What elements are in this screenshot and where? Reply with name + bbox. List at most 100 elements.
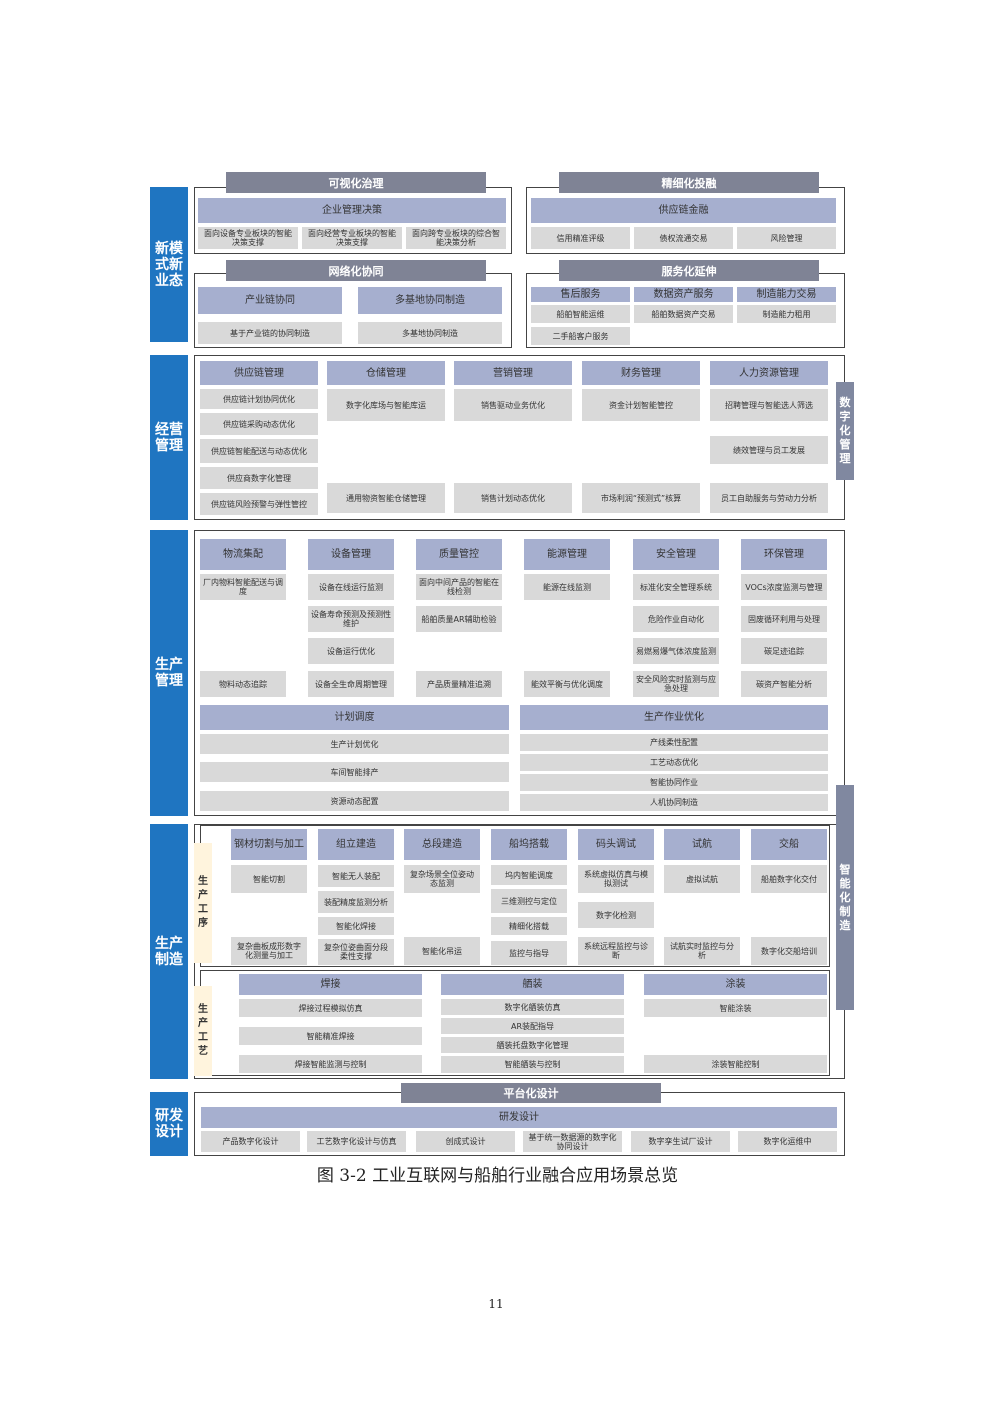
block-item: 复杂场景全位姿动态监测 [404, 865, 480, 893]
digital-mgmt-tab: 数字化管理 [836, 382, 854, 480]
quality-item: 产品质量精准追溯 [416, 671, 502, 697]
warehouse-item: 数字化库场与智能库运 [327, 389, 445, 421]
coating-header: 涂装 [644, 974, 827, 995]
env-header: 环保管理 [741, 539, 827, 570]
env-item: VOCs浓度监测与管理 [741, 574, 827, 600]
se-item: 制造能力租用 [737, 305, 836, 323]
se-item: 船舶数据资产交易 [634, 305, 733, 323]
vg-item: 面向经营专业板块的智能决策支撑 [302, 227, 402, 249]
outfitting-item: AR装配指导 [441, 1018, 624, 1034]
steel-header: 钢材切割与加工 [231, 829, 307, 860]
welding-item: 智能精准焊接 [239, 1027, 422, 1045]
rnd-header: 研发设计 [201, 1107, 837, 1128]
planning-header: 计划调度 [200, 705, 509, 730]
marketing-header: 营销管理 [454, 361, 572, 385]
ff-item: 债权流通交易 [634, 227, 733, 249]
outfitting-header: 舾装 [441, 974, 624, 995]
steel-item: 复杂曲板成形数字化测量与加工 [231, 937, 307, 965]
safety-item: 安全风险实时监测与应急处理 [633, 671, 719, 697]
supply-item: 供应链风险预警与弹性管控 [200, 493, 318, 515]
finance-item: 市场利润“预测式”核算 [582, 483, 700, 513]
welding-item: 焊接智能监测与控制 [239, 1055, 422, 1073]
env-item: 固废循环利用与处理 [741, 606, 827, 632]
section-label-operation: 经营管理 [150, 355, 188, 520]
section-label-new-model: 新模式新业态 [150, 187, 188, 342]
after-sales-header: 售后服务 [531, 287, 630, 302]
block-item: 智能化吊运 [404, 937, 480, 965]
vg-item: 面向设备专业板块的智能决策支撑 [198, 227, 298, 249]
logistics-item: 厂内物料智能配送与调度 [200, 574, 286, 600]
section-label-rnd: 研发设计 [150, 1092, 188, 1156]
equipment-item: 设备运行优化 [308, 638, 394, 664]
trial-item: 试航实时监控与分析 [664, 937, 740, 965]
supply-chain-finance-header: 供应链金融 [531, 198, 836, 223]
dock-header: 船坞搭载 [491, 829, 567, 860]
hr-header: 人力资源管理 [710, 361, 828, 385]
rnd-item: 数字孪生试厂设计 [631, 1131, 730, 1152]
nc-item: 多基地协同制造 [358, 322, 502, 344]
finance-item: 资金计划智能管控 [582, 389, 700, 421]
process-label: 生产工序 [194, 843, 212, 963]
rnd-item: 数字化运维中 [738, 1131, 837, 1152]
assembly-item: 装配精度监测分析 [318, 891, 394, 913]
dock-item: 监控与指导 [491, 941, 567, 965]
equipment-header: 设备管理 [308, 539, 394, 570]
assembly-header: 组立建造 [318, 829, 394, 860]
rnd-item: 创成式设计 [416, 1131, 515, 1152]
ff-item: 信用精准评级 [531, 227, 630, 249]
operation-opt-header: 生产作业优化 [520, 705, 828, 730]
network-collab-band: 网络化协同 [226, 260, 486, 281]
nc-item: 基于产业链的协同制造 [198, 322, 342, 344]
marketing-item: 销售计划动态优化 [454, 483, 572, 513]
quality-header: 质量管控 [416, 539, 502, 570]
safety-header: 安全管理 [633, 539, 719, 570]
hr-item: 绩效管理与员工发展 [710, 436, 828, 464]
multi-base-collab-header: 多基地协同制造 [358, 287, 502, 314]
quality-item: 面向中间产品的智能在线检测 [416, 574, 502, 600]
hr-item: 招聘管理与智能选人筛选 [710, 389, 828, 421]
safety-item: 危险作业自动化 [633, 606, 719, 632]
supply-item: 供应链智能配送与动态优化 [200, 439, 318, 463]
equipment-item: 设备全生命周期管理 [308, 671, 394, 697]
dock-item: 三维测控与定位 [491, 889, 567, 913]
hr-item: 员工自助服务与劳动力分析 [710, 483, 828, 513]
se-item: 船舶智能运维 [531, 305, 630, 323]
section-label-production-mgmt: 生产管理 [150, 530, 188, 816]
coating-item: 涂装智能控制 [644, 1055, 827, 1073]
supply-chain-header: 供应链管理 [200, 361, 318, 385]
rnd-item: 产品数字化设计 [201, 1131, 300, 1152]
equipment-item: 设备在线运行监测 [308, 574, 394, 600]
energy-header: 能源管理 [524, 539, 610, 570]
warehouse-item: 通用物资智能仓储管理 [327, 483, 445, 513]
planning-item: 车间智能排产 [200, 762, 509, 782]
rnd-item: 工艺数字化设计与仿真 [307, 1131, 406, 1152]
trial-header: 试航 [664, 829, 740, 860]
outfitting-item: 舾装托盘数字化管理 [441, 1037, 624, 1053]
finance-header: 财务管理 [582, 361, 700, 385]
safety-item: 标准化安全管理系统 [633, 574, 719, 600]
visual-governance-band: 可视化治理 [226, 172, 486, 193]
smart-mfg-tab: 智能化制造 [836, 785, 854, 1010]
env-item: 碳资产智能分析 [741, 671, 827, 697]
assembly-item: 智能无人装配 [318, 865, 394, 887]
enterprise-decision-header: 企业管理决策 [198, 198, 506, 223]
craft-label: 生产工艺 [194, 986, 212, 1076]
welding-item: 焊接过程模拟仿真 [239, 999, 422, 1017]
mfg-capacity-header: 制造能力交易 [737, 287, 836, 302]
planning-item: 资源动态配置 [200, 791, 509, 811]
delivery-header: 交船 [751, 829, 827, 860]
operation-opt-item: 工艺动态优化 [520, 754, 828, 771]
assembly-item: 智能化焊接 [318, 917, 394, 935]
coating-item: 智能涂装 [644, 999, 827, 1017]
warehouse-header: 仓储管理 [327, 361, 445, 385]
rnd-item: 基于统一数据源的数字化协同设计 [523, 1131, 622, 1152]
block-header: 总段建造 [404, 829, 480, 860]
se-item: 二手船客户服务 [531, 327, 630, 345]
commission-item: 数字化检测 [578, 902, 654, 928]
operation-opt-item: 产线柔性配置 [520, 734, 828, 751]
ff-item: 风险管理 [737, 227, 836, 249]
energy-item: 能源在线监测 [524, 574, 610, 600]
supply-item: 供应商数字化管理 [200, 467, 318, 489]
commission-header: 码头调试 [578, 829, 654, 860]
vg-item: 面向跨专业板块的综合智能决策分析 [406, 227, 506, 249]
